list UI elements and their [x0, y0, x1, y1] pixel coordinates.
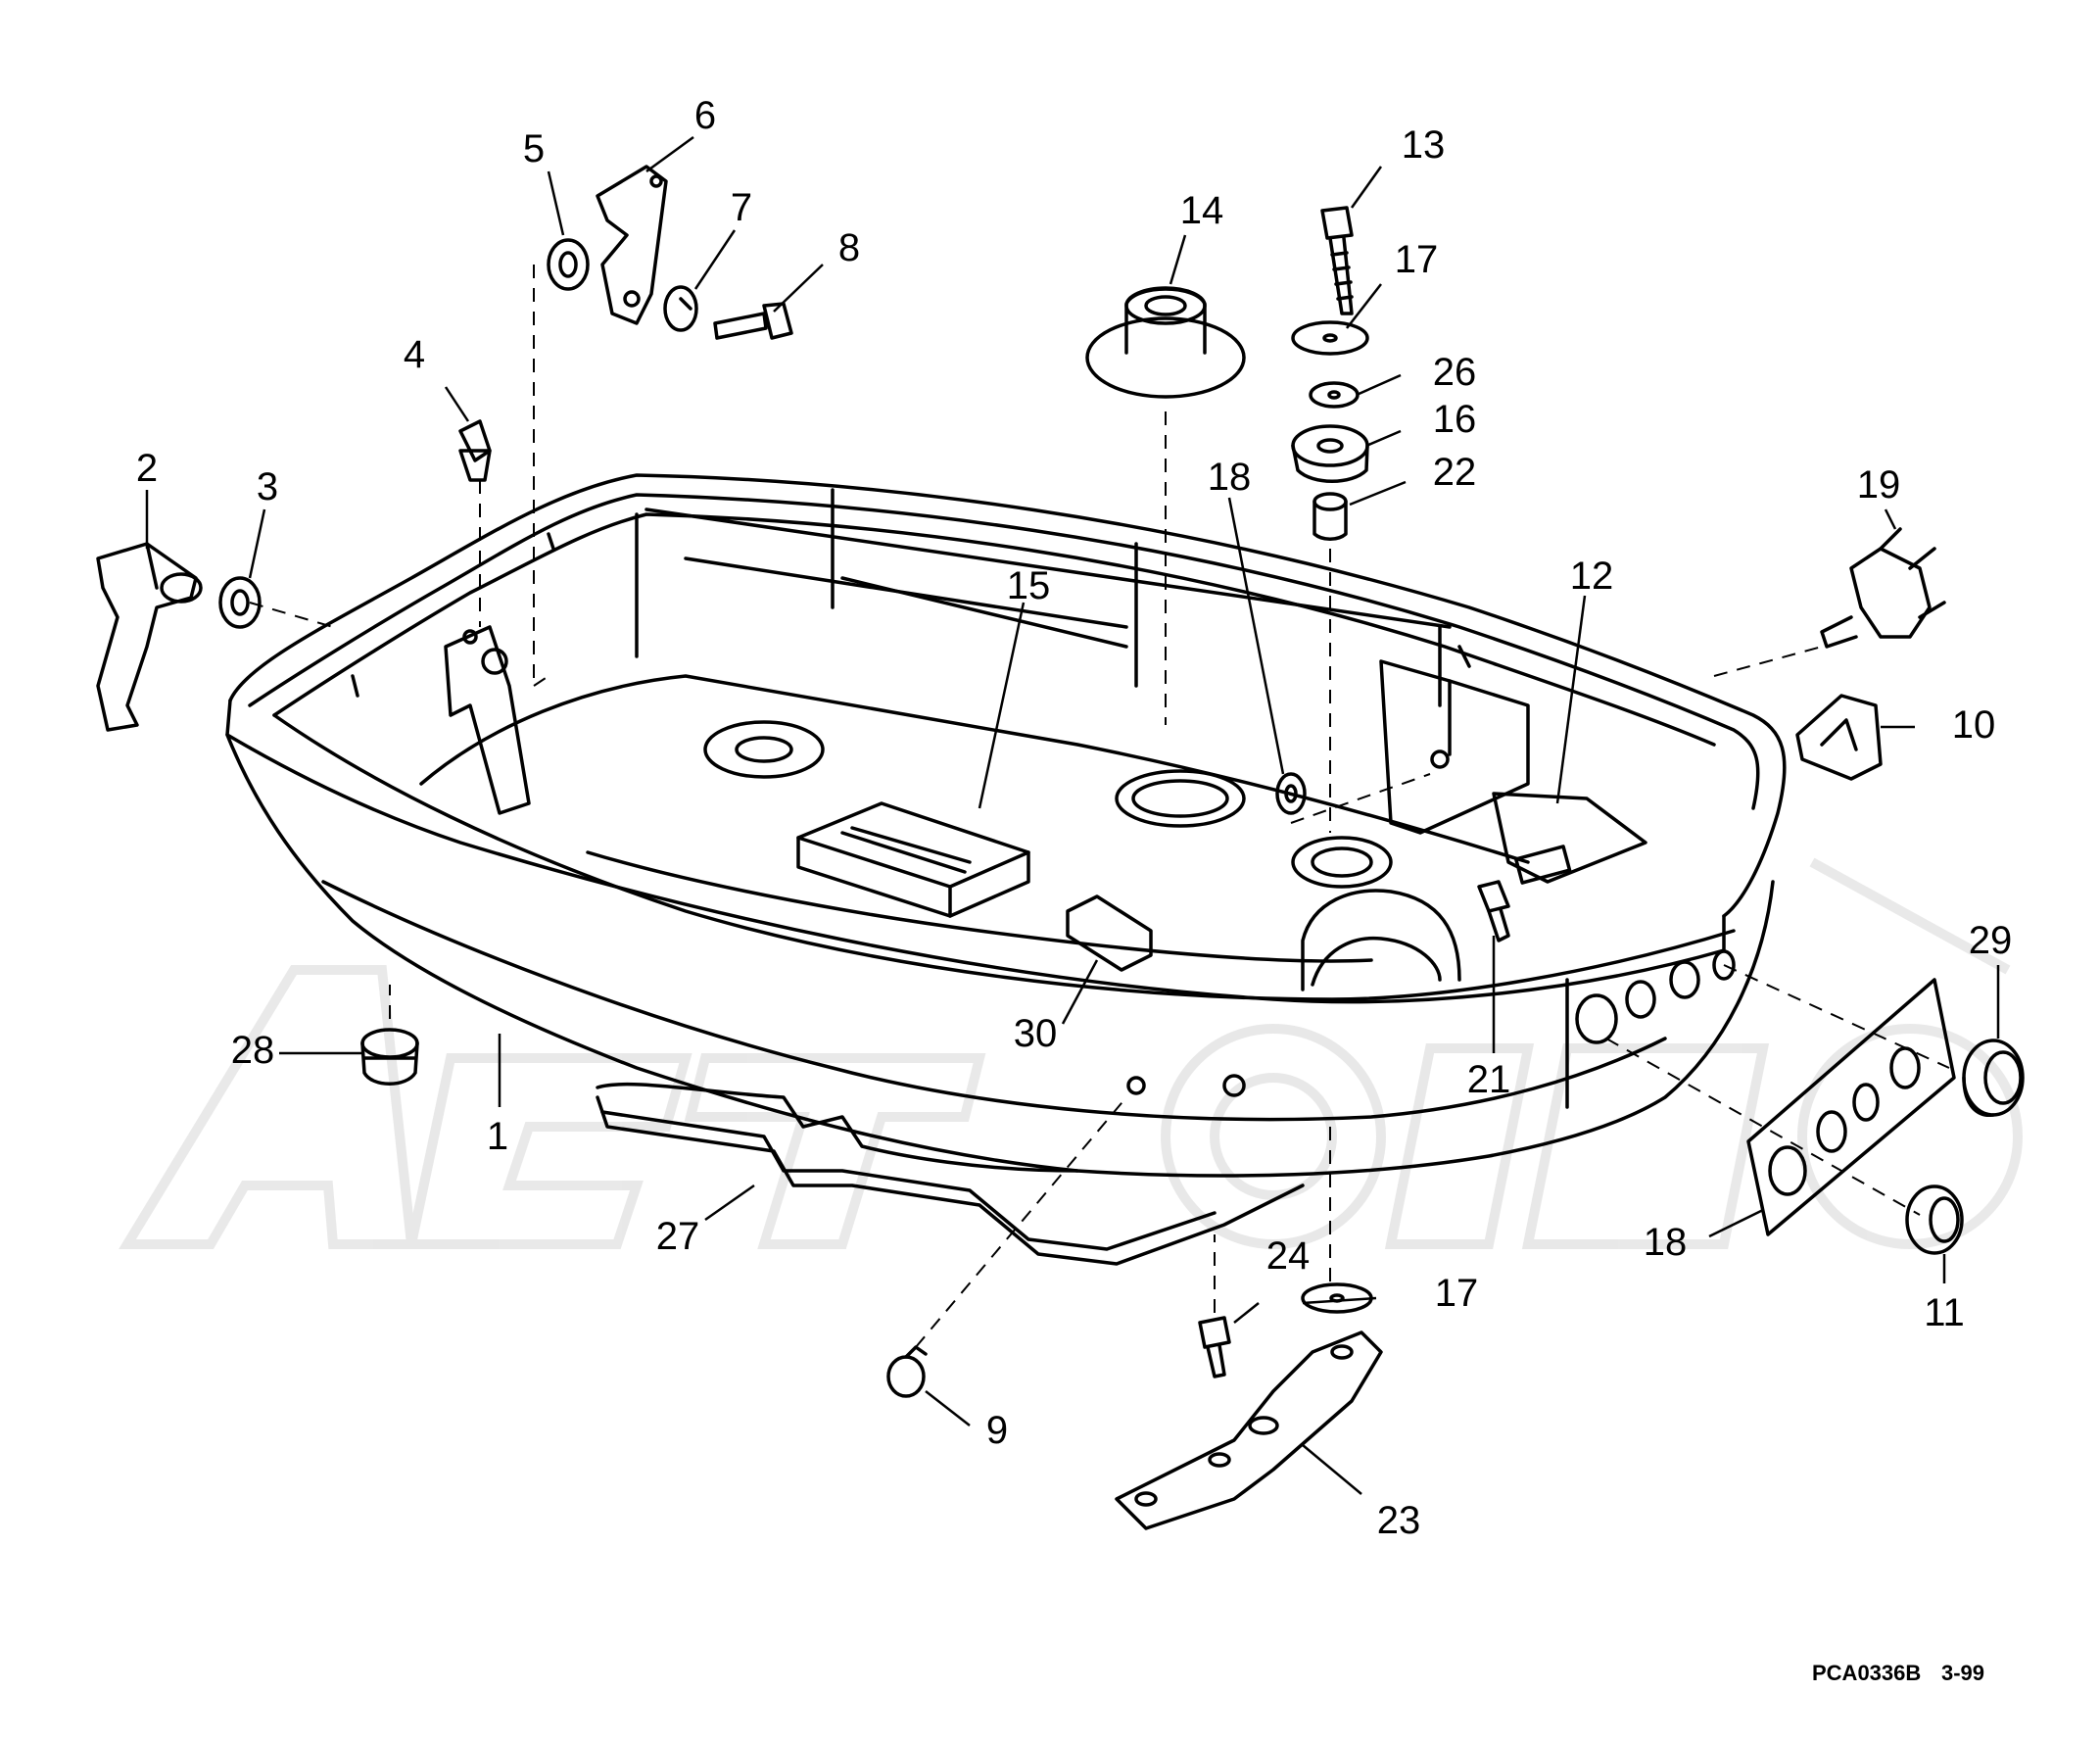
part-10-clip [1795, 694, 1883, 781]
part-18-gasket-plate [1746, 978, 1956, 1236]
part-26-washer [1309, 381, 1360, 409]
callout-19: 19 [1856, 463, 1901, 507]
callout-3: 3 [256, 465, 279, 508]
assembly-dash-lines [249, 265, 1950, 1348]
part-29-grommet [1962, 1039, 2025, 1117]
part-15-pad [796, 801, 1030, 918]
callout-8: 8 [837, 226, 861, 269]
callout-1: 1 [486, 1115, 509, 1158]
callout-14: 14 [1179, 189, 1224, 232]
part-16-grommet [1291, 424, 1369, 483]
callout-23: 23 [1376, 1499, 1421, 1542]
part-17-washer-top [1291, 320, 1369, 356]
callout-10: 10 [1951, 703, 1996, 747]
callout-18-plate: 18 [1643, 1221, 1688, 1264]
part-30-clip [1066, 894, 1153, 972]
callout-27: 27 [655, 1215, 700, 1258]
part-8-screw [713, 302, 793, 340]
callout-21: 21 [1466, 1058, 1511, 1101]
drawing-date: 3-99 [1941, 1661, 1985, 1685]
callout-13: 13 [1401, 123, 1446, 167]
part-7-clip [663, 285, 698, 332]
callout-17-top: 17 [1394, 238, 1439, 281]
callout-16: 16 [1432, 398, 1477, 441]
callout-2: 2 [135, 447, 159, 490]
callout-24: 24 [1265, 1234, 1311, 1278]
callout-4: 4 [403, 333, 426, 376]
callout-28: 28 [230, 1029, 275, 1072]
callout-15: 15 [1006, 564, 1051, 607]
part-22-sleeve [1312, 492, 1348, 541]
lower-motor-cover-pan [225, 473, 1787, 1178]
part-27-seal [596, 1095, 1305, 1266]
part-23-bracket [1115, 1330, 1383, 1530]
callout-9: 9 [985, 1409, 1009, 1452]
part-4-fitting [458, 419, 492, 482]
part-9-plug [886, 1345, 928, 1398]
part-6-latch [596, 165, 668, 325]
callout-11: 11 [1924, 1291, 1965, 1334]
part-24-screw [1198, 1316, 1231, 1378]
part-5-washer [547, 238, 590, 291]
callout-12: 12 [1569, 555, 1614, 598]
part-19-linkage [1820, 527, 1946, 649]
part-13-bolt [1320, 206, 1354, 315]
callout-26: 26 [1432, 351, 1477, 394]
callout-18-inside: 18 [1207, 456, 1252, 499]
callout-5: 5 [522, 127, 546, 170]
callout-22: 22 [1432, 451, 1477, 494]
callout-6: 6 [693, 94, 717, 137]
callout-17-bottom: 17 [1434, 1272, 1479, 1315]
drawing-code: PCA0336B [1812, 1661, 1922, 1685]
part-14-grommet [1085, 286, 1246, 399]
part-11-grommet [1905, 1184, 1964, 1255]
part-28-grommet [360, 1028, 419, 1086]
callout-30: 30 [1013, 1012, 1058, 1055]
callout-29: 29 [1968, 919, 2013, 962]
part-2-lever [96, 542, 203, 732]
part-18-washer-inside [1275, 772, 1307, 815]
callout-leaders [145, 135, 2000, 1495]
part-3-washer [218, 576, 262, 629]
callout-7: 7 [730, 186, 753, 229]
part-21-screw [1477, 880, 1510, 942]
